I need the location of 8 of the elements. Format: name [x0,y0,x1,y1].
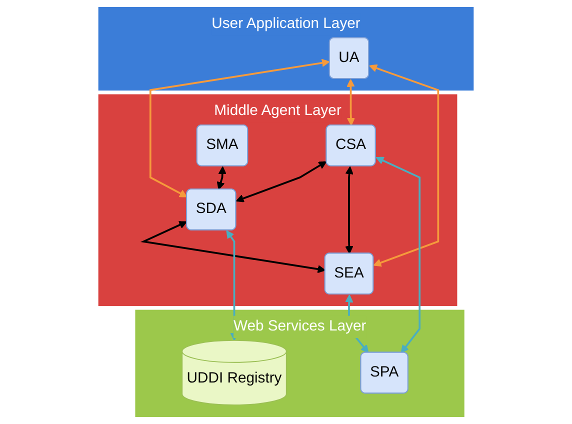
arrow [236,161,327,202]
arrow [376,156,421,354]
arrow [140,221,326,274]
arrow [345,166,354,254]
arrow [369,64,440,267]
arrow [149,58,330,198]
arrow [216,166,226,190]
arrow [346,78,356,126]
